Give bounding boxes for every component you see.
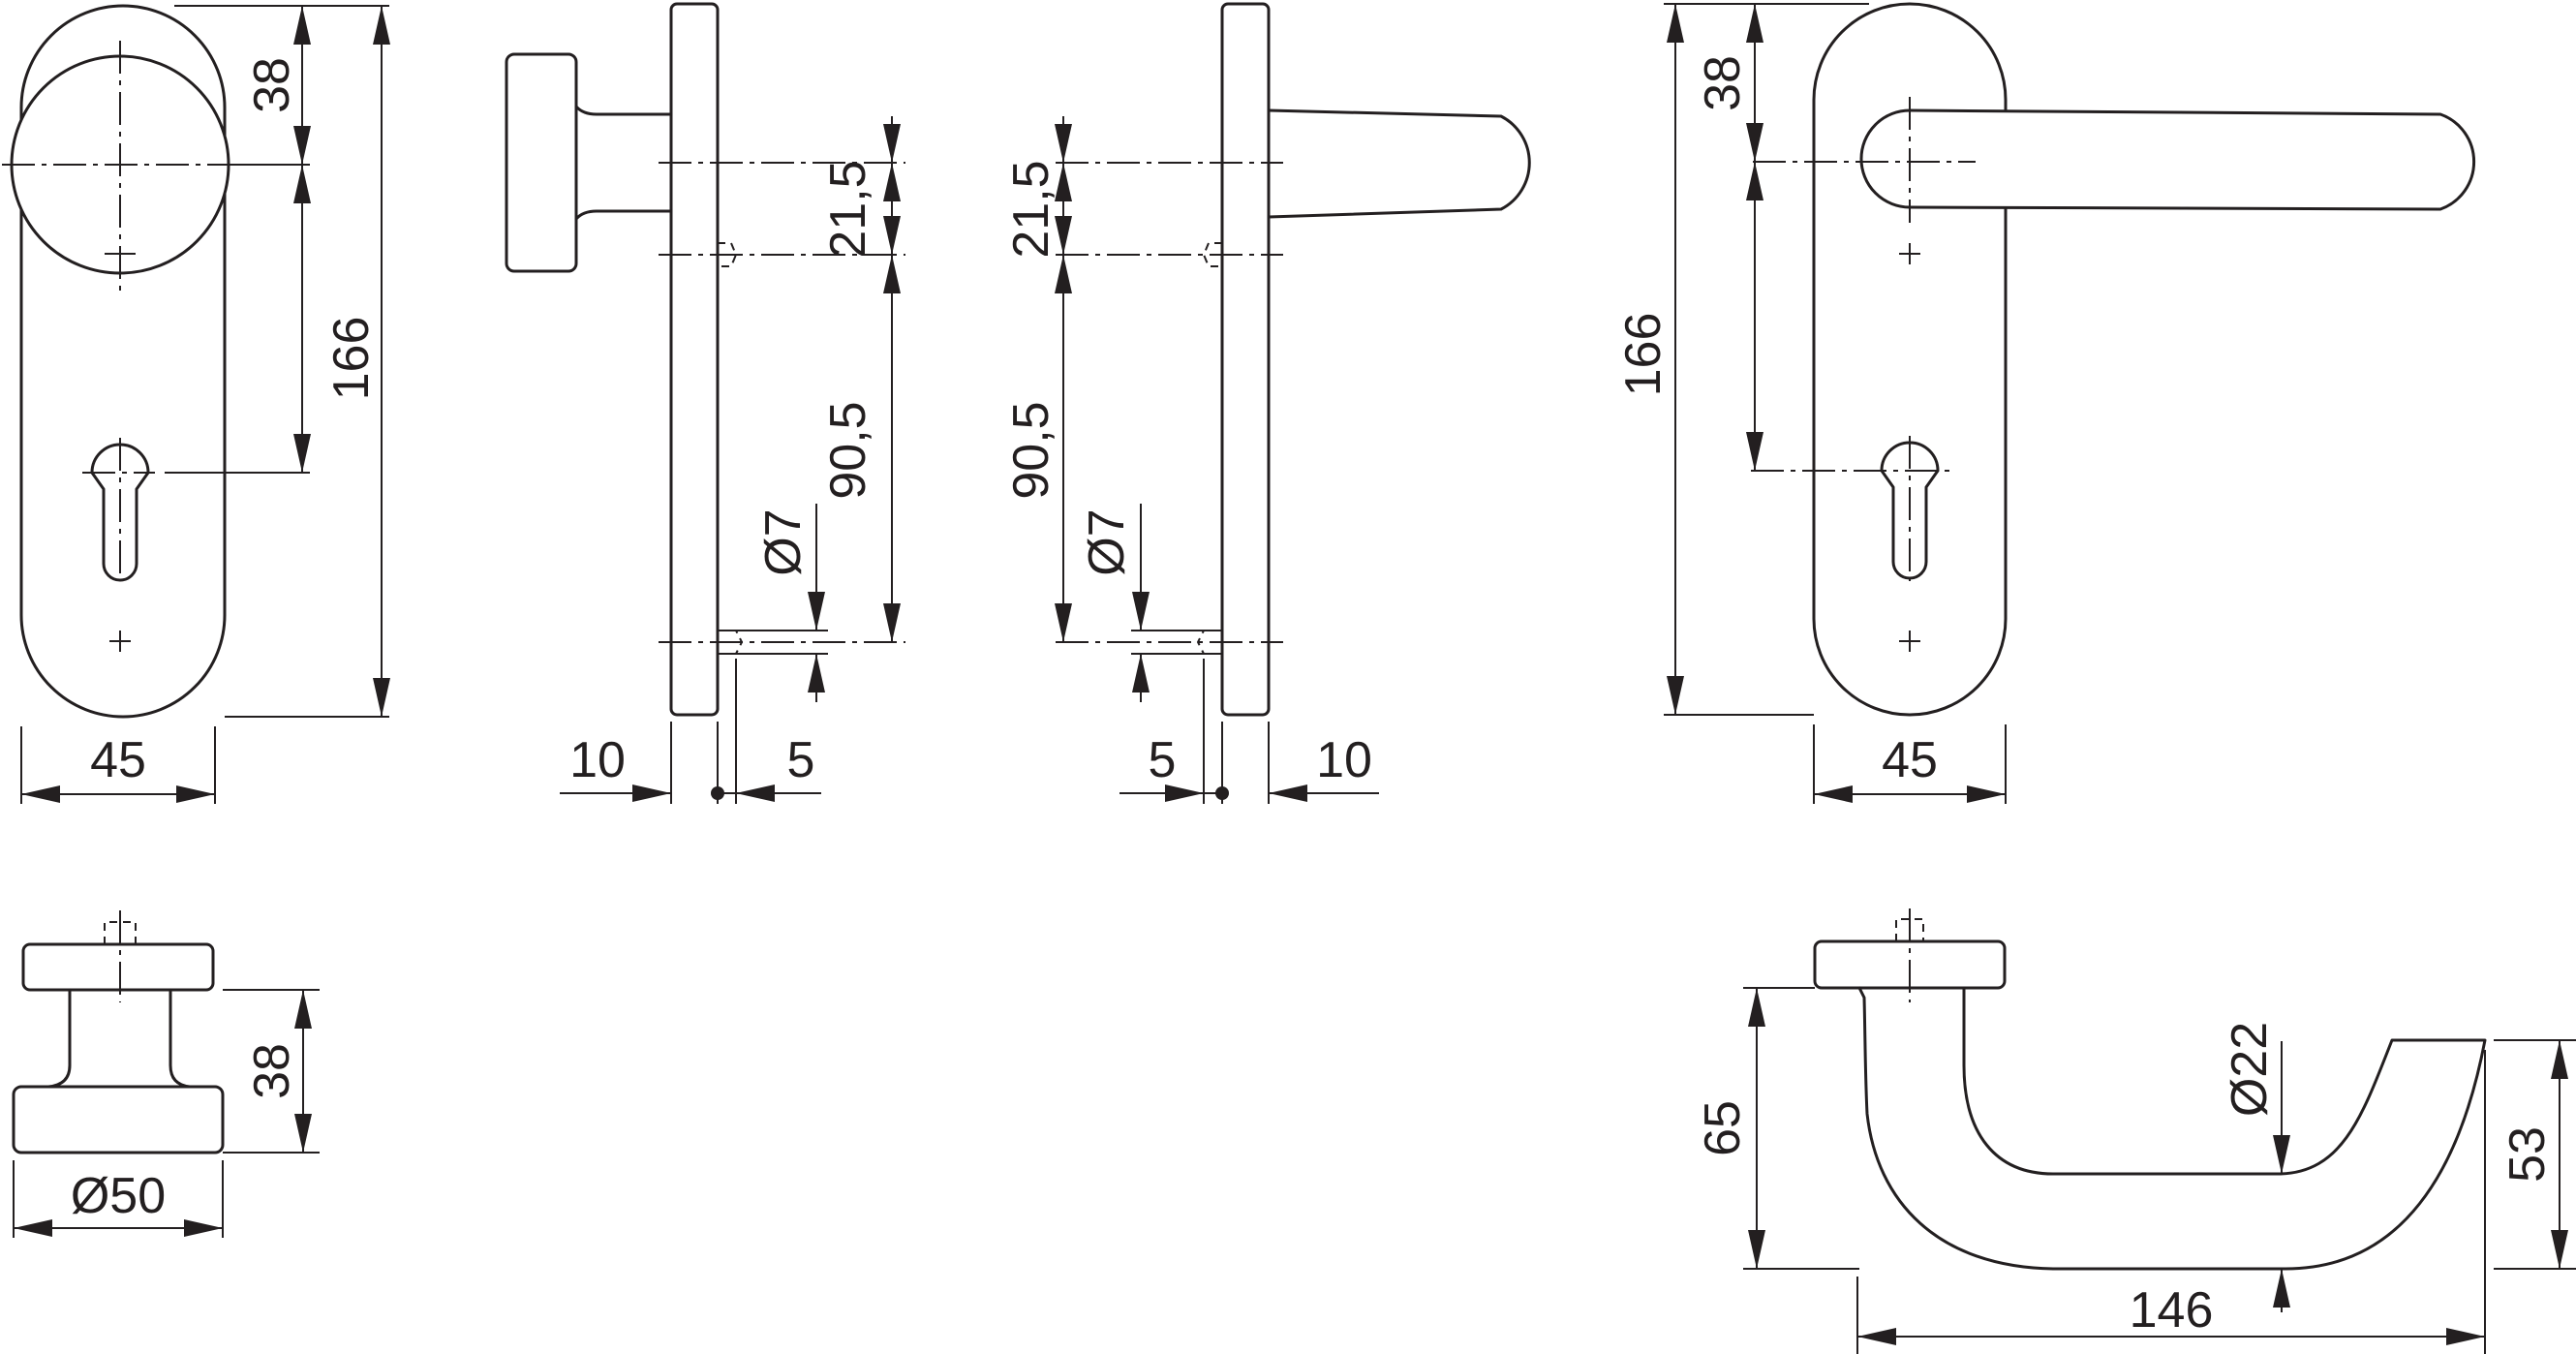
lever-side-handle <box>1267 108 1531 219</box>
dimension-label: Ø50 <box>71 1168 166 1224</box>
dimension-label: 38 <box>1695 55 1751 111</box>
dimension-label: 90,5 <box>820 401 876 499</box>
lever-screw-mark <box>1899 631 1920 652</box>
knob-side-backplate <box>669 2 720 717</box>
knob-top-neck <box>46 988 192 1089</box>
dimension-label: 45 <box>90 732 146 788</box>
knob-screw-mark <box>109 631 131 652</box>
dimension-label: Ø7 <box>1079 508 1135 575</box>
dimension-label: 65 <box>1695 1100 1751 1156</box>
dimension-label: 166 <box>1615 313 1671 397</box>
dimension-arrows <box>1814 785 2006 803</box>
knob-top-view: 38 Ø50 <box>12 910 320 1238</box>
knob-side-view: 21,5 90,5 Ø7 10 5 <box>505 2 905 804</box>
knob-front-view: 38 166 45 <box>2 4 390 804</box>
dimension-arrows <box>1165 785 1307 802</box>
dimension-dot <box>711 786 724 800</box>
dimension-label: 21,5 <box>820 160 876 258</box>
dimension-label: 45 <box>1882 732 1938 788</box>
dimension-label: 38 <box>244 57 300 113</box>
lever-screw-mark <box>1899 243 1920 264</box>
knob-top-grip <box>12 1085 225 1154</box>
knob-top-rose <box>21 942 215 992</box>
lever-front-view: 38 166 45 <box>1615 2 2476 804</box>
dimension-label: 53 <box>2499 1126 2556 1183</box>
lever-top-handle <box>1857 986 2487 1271</box>
dimension-label: 10 <box>569 732 626 788</box>
lower-screw-hole <box>1196 630 1222 655</box>
dimension-arrows <box>1132 592 1150 692</box>
dimension-arrows <box>632 785 775 802</box>
dimension-label: Ø7 <box>755 508 812 575</box>
dimension-arrows <box>294 990 312 1153</box>
knob-side-neck <box>574 105 673 221</box>
lever-handle <box>1859 108 2476 211</box>
knob-side-grip <box>505 52 578 273</box>
dimension-arrows <box>1055 124 1072 642</box>
upper-screw-hole <box>718 242 738 267</box>
lever-top-spindle <box>1895 918 1924 941</box>
lever-side-view: 21,5 90,5 Ø7 5 10 <box>1003 2 1531 804</box>
upper-screw-hole <box>1202 242 1222 267</box>
dimension-dot <box>1215 786 1229 800</box>
dimension-label: 146 <box>2130 1282 2214 1339</box>
dimension-label: Ø22 <box>2222 1022 2278 1117</box>
dimension-label: 90,5 <box>1003 401 1059 499</box>
dimension-label: 166 <box>323 317 380 401</box>
dimension-label: 38 <box>244 1043 300 1099</box>
dimension-arrows <box>808 592 825 692</box>
dimension-label: 21,5 <box>1003 160 1059 258</box>
lever-side-backplate <box>1220 2 1271 717</box>
lever-top-view: 65 Ø22 53 146 <box>1695 908 2576 1354</box>
dimension-arrows <box>2273 1135 2290 1308</box>
dimension-arrows <box>883 124 901 642</box>
dimension-label: 10 <box>1316 732 1372 788</box>
dimension-label: 5 <box>787 732 815 788</box>
dimension-label: 5 <box>1149 732 1177 788</box>
dimension-arrows <box>21 785 215 803</box>
lower-screw-hole <box>718 630 744 655</box>
